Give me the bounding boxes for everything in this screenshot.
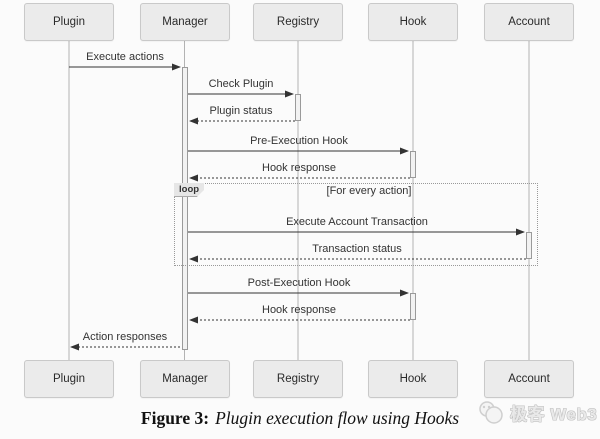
actor-bottom-account: Account xyxy=(484,360,574,398)
actor-top-account: Account xyxy=(484,3,574,41)
actor-label: Registry xyxy=(276,16,320,28)
actor-top-hook: Hook xyxy=(368,3,458,41)
actor-top-registry: Registry xyxy=(253,3,343,41)
loop-fragment-box xyxy=(174,183,538,266)
actor-bottom-manager: Manager xyxy=(140,360,230,398)
actor-label: Manager xyxy=(162,16,208,28)
geek-web3-logo-icon xyxy=(479,401,503,424)
actor-bottom-registry: Registry xyxy=(253,360,343,398)
actor-label: Plugin xyxy=(53,16,85,28)
actor-label: Registry xyxy=(276,373,320,385)
watermark-text: 极客 Web3 xyxy=(510,404,598,424)
message-label-hook-response-1: Hook response xyxy=(262,162,336,174)
actor-top-plugin: Plugin xyxy=(24,3,114,41)
figure-caption-text: Plugin execution flow using Hooks xyxy=(215,408,460,428)
activation-manager xyxy=(181,67,188,350)
actor-bottom-hook: Hook xyxy=(368,360,458,398)
message-label-execute-actions: Execute actions xyxy=(86,51,164,63)
actor-bottom-plugin: Plugin xyxy=(24,360,114,398)
activation-hook-1 xyxy=(410,151,416,178)
actor-top-manager: Manager xyxy=(140,3,230,41)
message-label-execute-account-transaction: Execute Account Transaction xyxy=(286,216,428,228)
actor-label: Account xyxy=(508,373,550,385)
actor-label: Account xyxy=(508,16,550,28)
message-label-check-plugin: Check Plugin xyxy=(208,78,274,90)
message-label-hook-response-2: Hook response xyxy=(262,304,336,316)
message-label-action-responses: Action responses xyxy=(82,331,168,343)
figure-caption: Figure 3:Plugin execution flow using Hoo… xyxy=(0,408,600,429)
watermark: 极客 Web3 xyxy=(476,396,597,428)
message-label-transaction-status: Transaction status xyxy=(312,243,402,255)
loop-fragment-label: loop xyxy=(174,183,204,197)
activation-hook-2 xyxy=(410,293,416,320)
loop-fragment-guard: [For every action] xyxy=(326,185,412,197)
actor-label: Manager xyxy=(162,373,208,385)
actor-label: Plugin xyxy=(53,373,85,385)
actor-label: Hook xyxy=(399,16,427,28)
message-label-plugin-status: Plugin status xyxy=(209,105,273,117)
message-label-post-execution-hook: Post-Execution Hook xyxy=(247,277,351,289)
message-label-pre-execution-hook: Pre-Execution Hook xyxy=(250,135,348,147)
activation-registry xyxy=(295,94,301,121)
figure-caption-number: Figure 3: xyxy=(140,408,210,428)
activation-account xyxy=(526,232,532,259)
actor-label: Hook xyxy=(399,373,427,385)
